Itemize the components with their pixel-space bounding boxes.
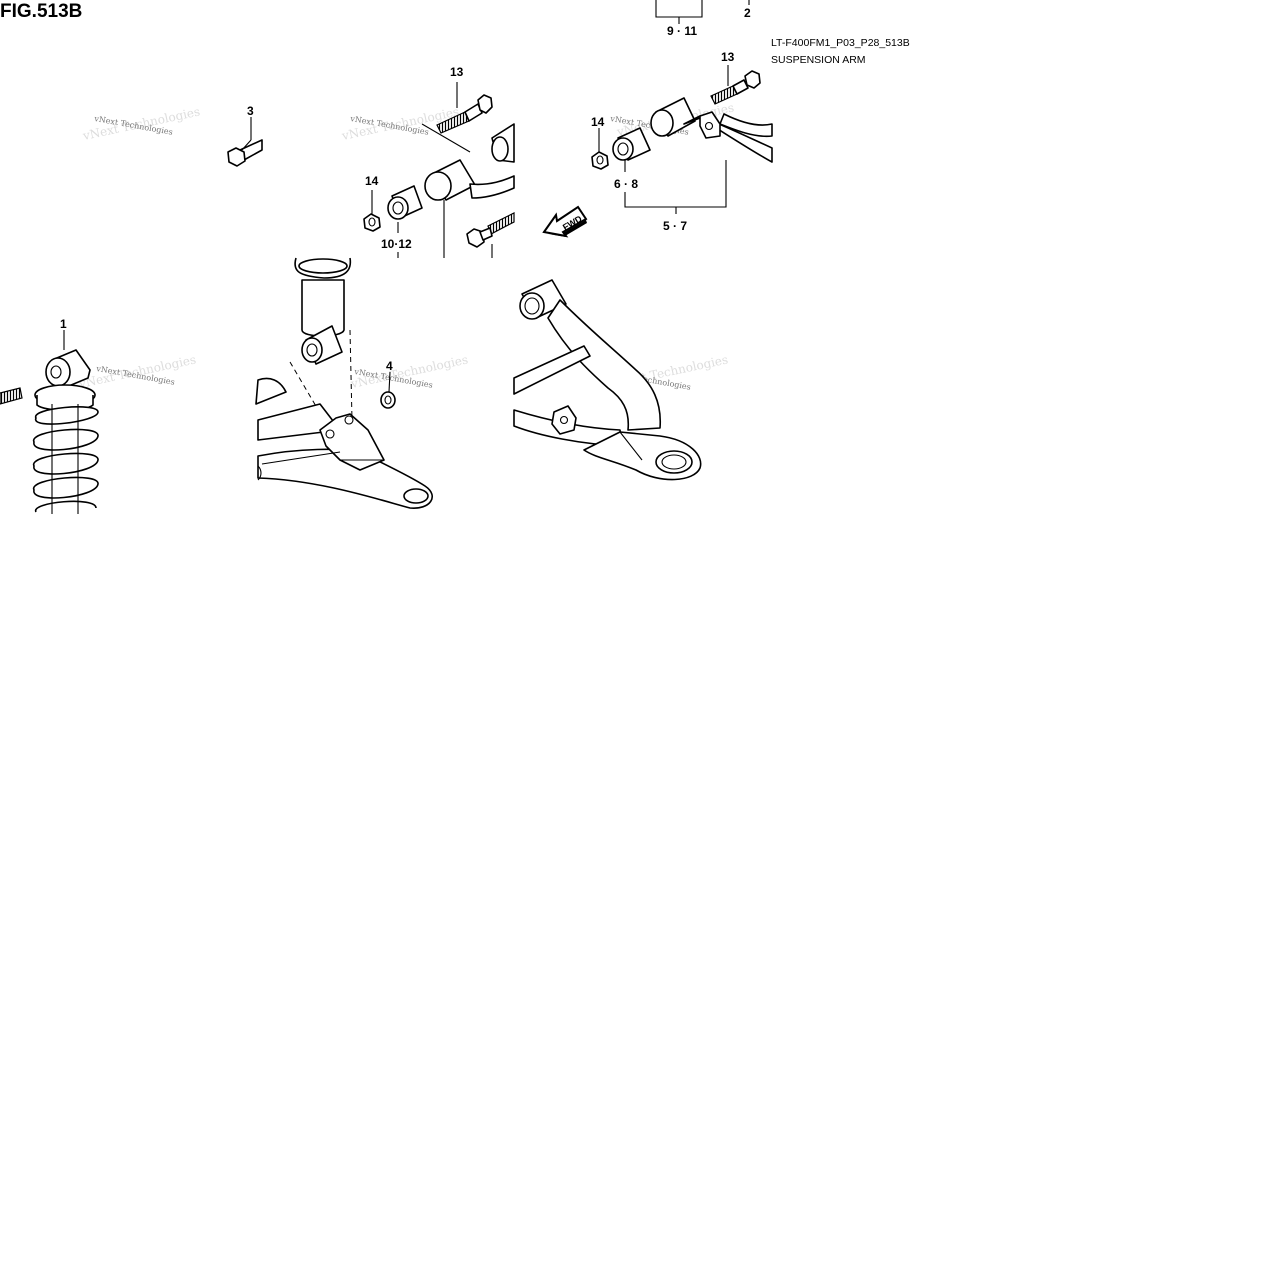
figure-name: SUSPENSION ARM — [771, 54, 866, 66]
leader-2: 2 — [744, 0, 751, 20]
bracket-9-11: 9 · 11 — [655, 0, 703, 38]
callout-6-8: 6 · 8 — [614, 177, 638, 191]
callout-3: 3 — [247, 104, 254, 118]
upper-arm-rear-group: 13 14 6 · 8 5 · 7 — [591, 50, 773, 233]
callout-5-7: 5 · 7 — [663, 219, 687, 233]
fwd-arrow: FWD — [542, 205, 588, 238]
callout-2: 2 — [744, 6, 751, 20]
upper-arm-front-group: 13 14 10·12 — [363, 65, 515, 258]
callout-13: 13 — [721, 50, 735, 64]
figure-code: LT-F400FM1_P03_P28_513B — [771, 37, 910, 49]
callout-14: 14 — [591, 115, 605, 129]
part-3-bolt: 3 — [227, 104, 263, 167]
figure-title: FIG.513B — [0, 1, 82, 22]
callout-1: 1 — [60, 317, 67, 331]
part-1-shock-spring: 1 — [0, 317, 99, 514]
callout-9-11: 9 · 11 — [667, 24, 697, 38]
callout-10-12: 10·12 — [381, 237, 412, 251]
lower-shock-mount-group: 4 — [255, 257, 433, 509]
callout-13: 13 — [450, 65, 464, 79]
lower-arm-group — [513, 279, 702, 481]
callout-4: 4 — [386, 359, 393, 373]
callout-14: 14 — [365, 174, 379, 188]
